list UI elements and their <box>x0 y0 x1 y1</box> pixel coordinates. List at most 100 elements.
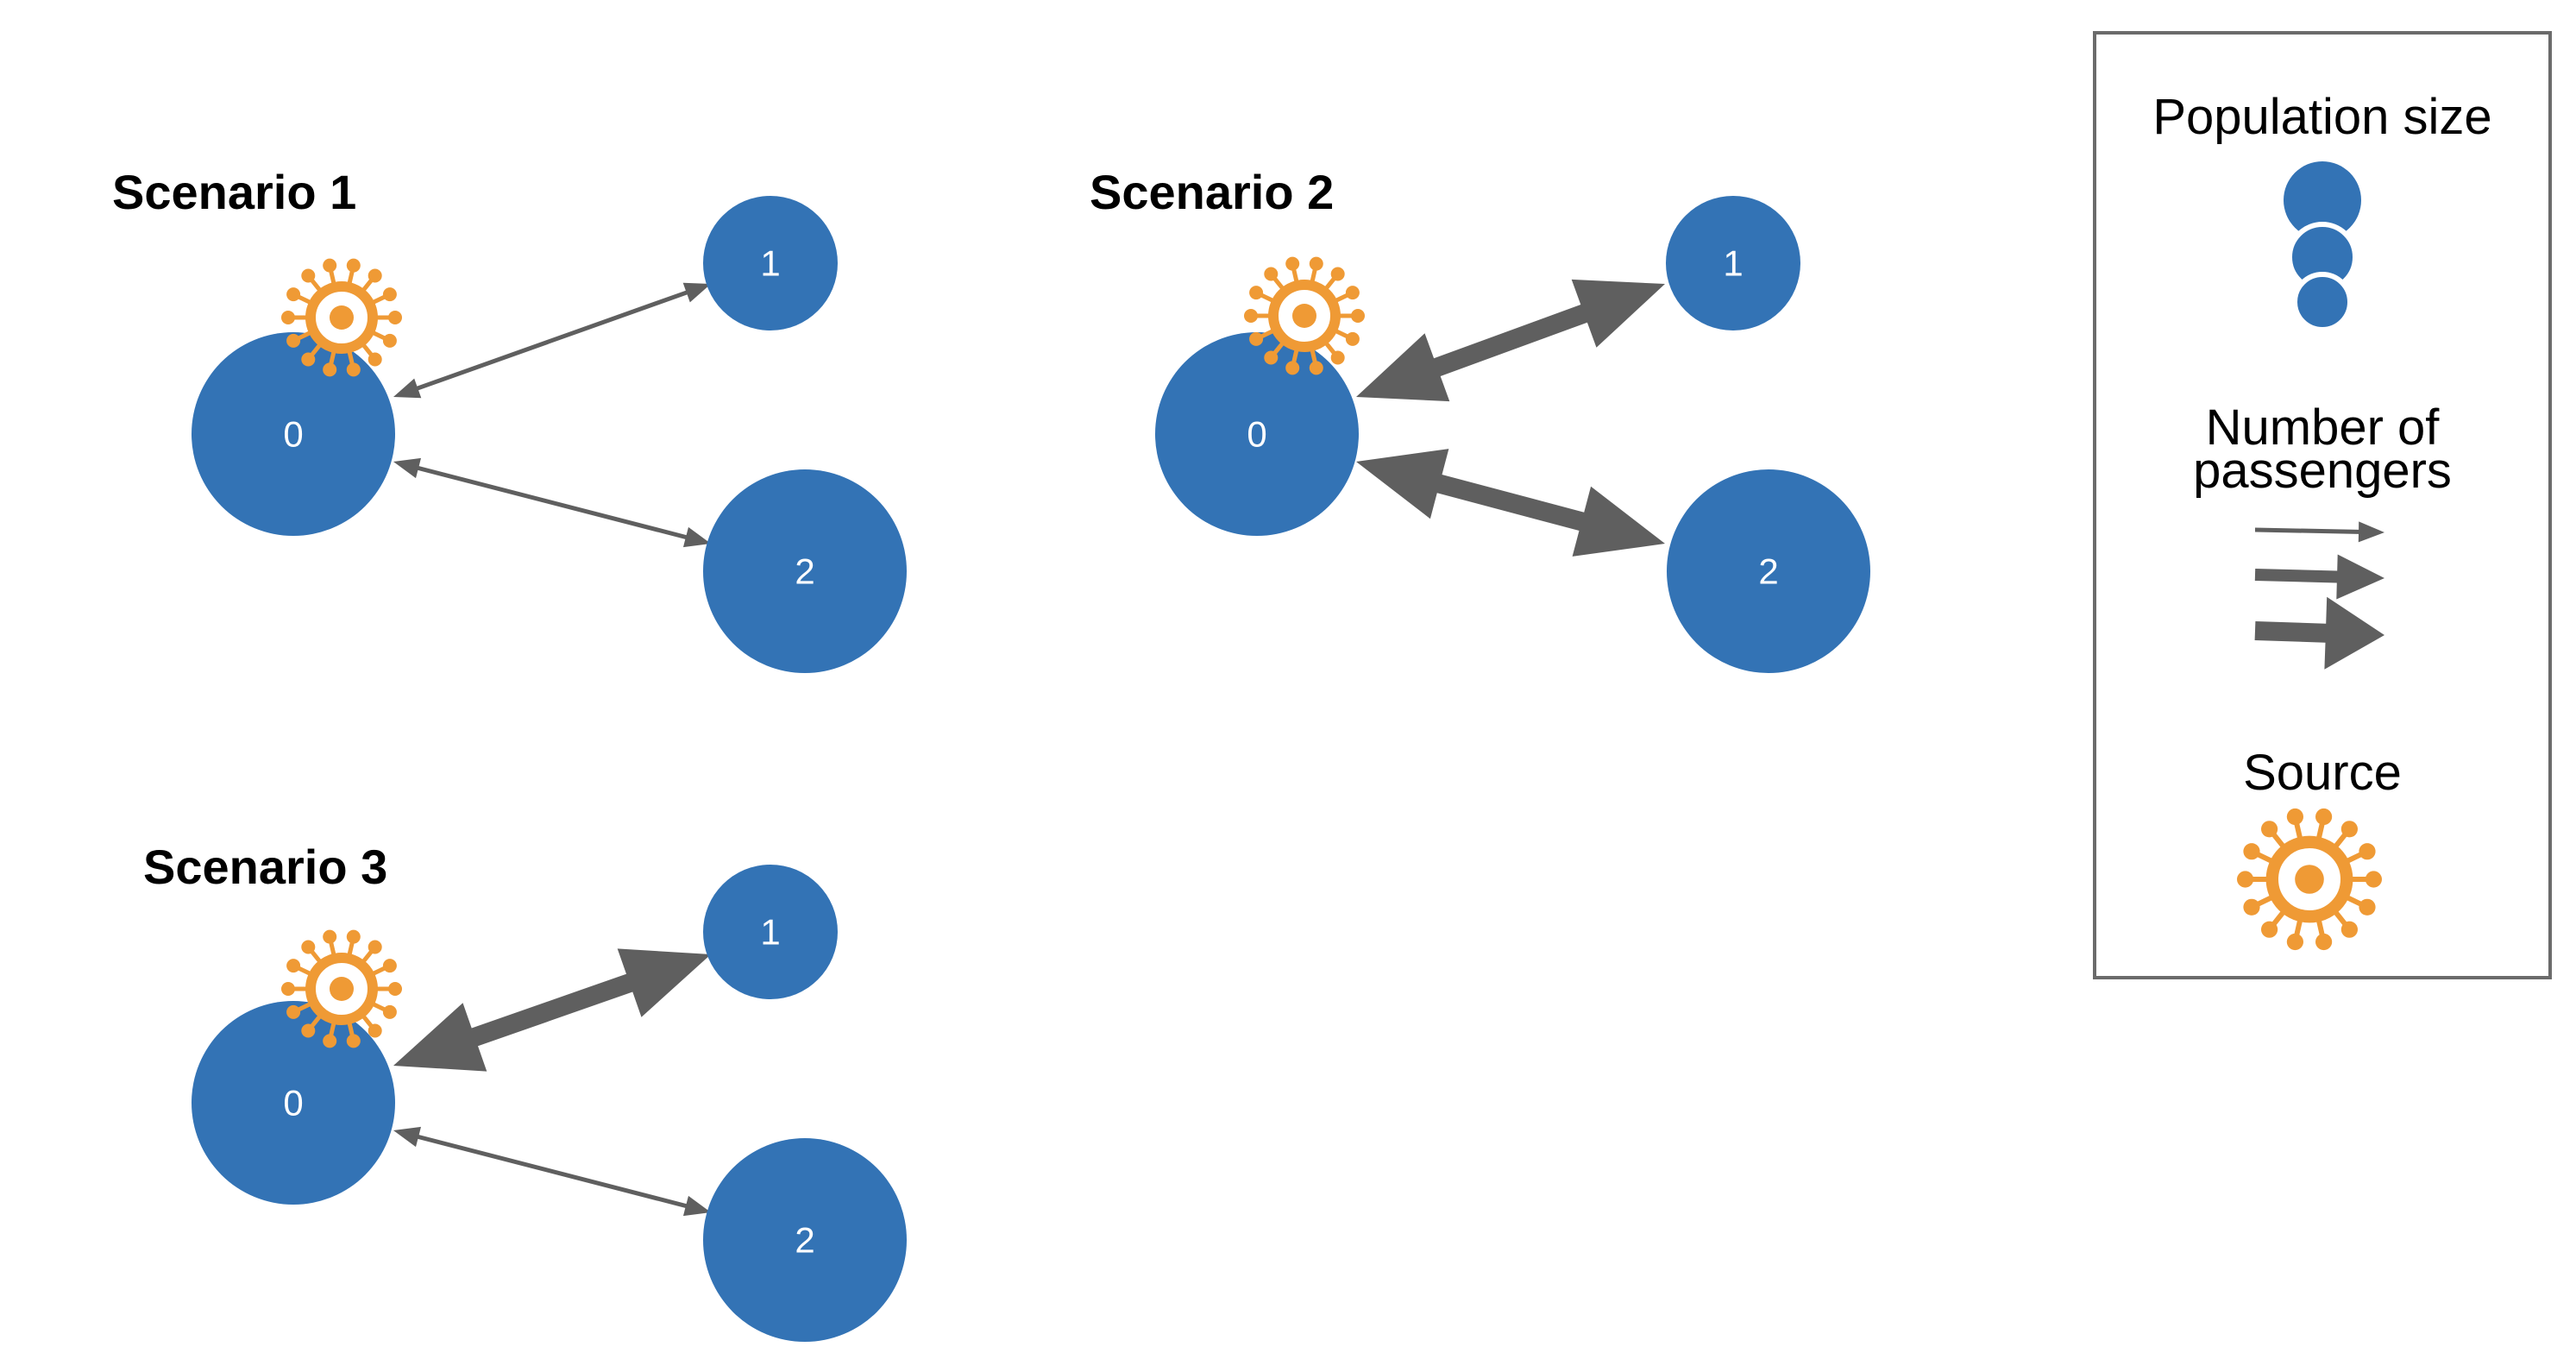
scenario-3-edges <box>393 948 711 1217</box>
edge-0-1 <box>393 948 711 1072</box>
virus-core <box>1292 304 1316 328</box>
virus-spike-tip <box>281 982 295 996</box>
virus-spike-tip <box>1285 256 1300 271</box>
passenger-arrow-high <box>2254 596 2384 670</box>
scenario-2-title: Scenario 2 <box>1090 165 1334 219</box>
legend-frame <box>2093 31 2552 979</box>
scenario-3-title: Scenario 3 <box>143 840 387 894</box>
node-2-label: 2 <box>795 551 814 592</box>
virus-spike-tip <box>2261 921 2278 938</box>
population-small-circle <box>2292 272 2353 332</box>
virus-spike-tip <box>1264 267 1279 281</box>
population-large-circle <box>2284 161 2361 239</box>
virus-spike-tip <box>301 940 316 954</box>
node-0-circle <box>192 332 395 536</box>
legend-population-title: Population size <box>2152 89 2491 145</box>
virus-spike-tip <box>2359 843 2376 860</box>
virus-spike-tip <box>346 1034 361 1048</box>
virus-icon <box>2237 808 2382 951</box>
virus-spike-tip <box>382 1004 397 1019</box>
virus-core <box>330 977 354 1001</box>
passenger-arrow-low <box>2255 521 2384 543</box>
node-1-label: 1 <box>760 243 780 284</box>
virus-spike-tip <box>382 287 397 302</box>
virus-spike-tip <box>323 258 337 273</box>
virus-spike-tip <box>323 929 337 944</box>
node-2: 2 <box>703 1138 907 1342</box>
virus-spike-tip <box>301 1023 316 1038</box>
virus-spike-tip <box>1244 309 1258 323</box>
virus-spike-tip <box>1285 361 1300 375</box>
node-1-circle <box>703 196 838 330</box>
scenario-2-edges <box>1356 279 1665 557</box>
virus-spike-tip <box>1345 286 1360 300</box>
virus-spike-tip <box>1330 267 1345 281</box>
virus-spike-tip <box>323 1034 337 1048</box>
virus-icon <box>1244 256 1365 375</box>
node-2-circle <box>703 1138 907 1342</box>
legend: Population size Number of passengers Sou… <box>2093 31 2552 979</box>
virus-spike-tip <box>286 1004 301 1019</box>
virus-spike-tip <box>1351 309 1365 323</box>
virus-icon <box>281 929 402 1048</box>
virus-spike-tip <box>368 1023 382 1038</box>
edge-0-2 <box>393 457 711 548</box>
node-1: 1 <box>703 196 838 330</box>
node-2-label: 2 <box>1758 551 1778 592</box>
node-1: 1 <box>703 865 838 999</box>
scenario-1-title: Scenario 1 <box>112 165 356 219</box>
virus-core <box>2295 865 2324 894</box>
virus-spike-tip <box>323 362 337 377</box>
virus-spike-tip <box>301 268 316 283</box>
node-1-label: 1 <box>760 912 780 953</box>
virus-spike-tip <box>286 333 301 348</box>
virus-spike-tip <box>382 333 397 348</box>
node-0-label: 0 <box>283 1083 303 1123</box>
edge-0-2 <box>1356 449 1665 557</box>
node-0: 0 <box>1155 332 1359 536</box>
virus-core <box>330 305 354 330</box>
legend-passengers-title-line1: Number of <box>2206 400 2441 456</box>
virus-spike-tip <box>2261 821 2278 838</box>
virus-spike-tip <box>346 362 361 377</box>
node-0-circle <box>1155 332 1359 536</box>
virus-spike-tip <box>1249 286 1264 300</box>
virus-spike-tip <box>1264 350 1279 365</box>
node-2-circle <box>703 469 907 673</box>
virus-spike-tip <box>281 311 295 324</box>
node-0: 0 <box>192 332 395 536</box>
node-0: 0 <box>192 1001 395 1205</box>
virus-spike-tip <box>346 929 361 944</box>
node-2-label: 2 <box>795 1220 814 1261</box>
virus-spike-tip <box>1309 361 1323 375</box>
virus-spike-tip <box>2315 808 2333 826</box>
virus-spike-tip <box>2359 898 2376 916</box>
scenario-2: Scenario 2 0 1 2 <box>1090 165 1870 673</box>
scenario-3: Scenario 3 0 1 2 <box>143 840 907 1342</box>
virus-spike-tip <box>2286 933 2303 951</box>
passenger-arrows-icon <box>2254 521 2384 670</box>
node-1-circle <box>703 865 838 999</box>
node-0-label: 0 <box>283 414 303 455</box>
virus-icon <box>281 258 402 377</box>
virus-spike-tip <box>2315 933 2333 951</box>
node-2: 2 <box>703 469 907 673</box>
node-2-circle <box>1667 469 1870 673</box>
node-1: 1 <box>1666 196 1800 330</box>
virus-spike-tip <box>1309 256 1323 271</box>
population-size-icon <box>2284 161 2361 332</box>
virus-spike-tip <box>388 311 402 324</box>
virus-spike-tip <box>368 352 382 367</box>
virus-spike-tip <box>286 287 301 302</box>
virus-spike-tip <box>2340 921 2358 938</box>
virus-spike-tip <box>388 982 402 996</box>
node-1-label: 1 <box>1723 243 1743 284</box>
node-0-label: 0 <box>1247 414 1266 455</box>
legend-source-title: Source <box>2243 745 2402 801</box>
virus-spike-tip <box>2365 871 2382 888</box>
passenger-arrow-medium <box>2254 554 2384 600</box>
virus-spike-tip <box>1345 331 1360 346</box>
node-1-circle <box>1666 196 1800 330</box>
node-2: 2 <box>1667 469 1870 673</box>
